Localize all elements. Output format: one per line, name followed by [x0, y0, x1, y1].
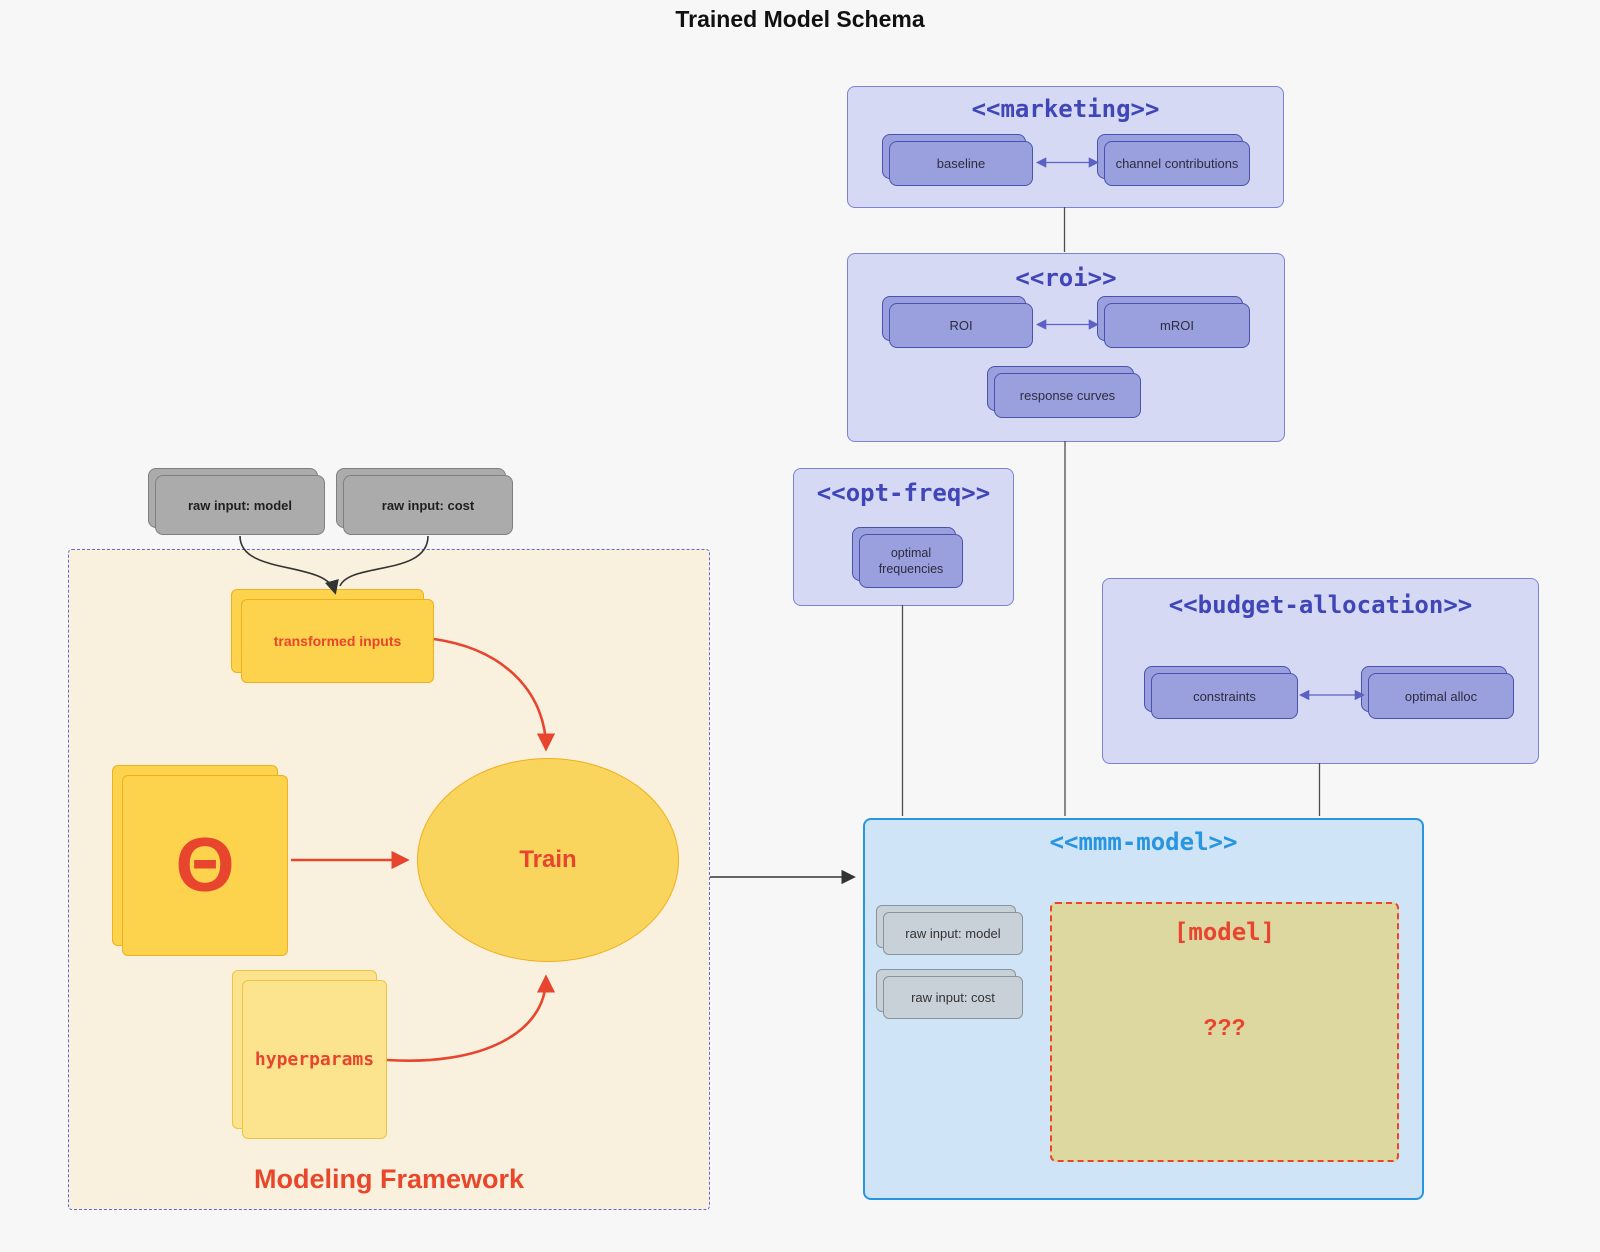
node-constraints: constraints — [1144, 666, 1298, 719]
node-mmm-raw-input-cost: raw input: cost — [876, 969, 1023, 1019]
cluster-opt-freq-title: <<opt-freq>> — [816, 479, 991, 507]
node-label: channel contributions — [1115, 156, 1239, 171]
cluster-marketing-title: <<marketing>> — [971, 95, 1160, 123]
node-raw-input-cost: raw input: cost — [336, 468, 513, 535]
cluster-roi-title: <<roi>> — [1015, 264, 1117, 292]
model-box-placeholder: ??? — [1203, 1014, 1246, 1040]
node-label: hyperparams — [254, 1049, 375, 1070]
node-baseline: baseline — [882, 134, 1033, 186]
cluster-opt-freq: <<opt-freq>> optimal frequencies — [793, 468, 1014, 606]
node-response-curves: response curves — [987, 366, 1141, 418]
cluster-marketing: <<marketing>> baseline channel contribut… — [847, 86, 1284, 208]
node-label: ROI — [949, 318, 973, 333]
node-label: mROI — [1160, 318, 1194, 333]
node-label: raw input: model — [905, 926, 1001, 941]
node-raw-input-model: raw input: model — [148, 468, 325, 535]
node-train: Train — [417, 758, 679, 962]
node-optimal-frequencies: optimal frequencies — [852, 527, 963, 588]
cluster-mmm-model: <<mmm-model>> raw input: model raw input… — [863, 818, 1424, 1200]
node-theta: Θ — [112, 765, 288, 956]
node-label: optimal frequencies — [878, 545, 944, 576]
node-model-box: [model] ??? — [1050, 902, 1399, 1162]
node-label: response curves — [1019, 388, 1116, 403]
node-label: raw input: cost — [911, 990, 995, 1005]
node-transformed-inputs: transformed inputs — [231, 589, 434, 683]
node-label: raw input: cost — [381, 497, 475, 513]
node-label: baseline — [936, 156, 986, 171]
node-label: optimal alloc — [1404, 688, 1478, 704]
node-label: constraints — [1193, 688, 1256, 704]
page-title: Trained Model Schema — [675, 6, 925, 32]
node-channel-contributions: channel contributions — [1097, 134, 1250, 186]
node-label: Train — [519, 846, 577, 873]
cluster-mmm-model-title: <<mmm-model>> — [1049, 828, 1238, 856]
model-box-label: [model] — [1173, 918, 1276, 946]
cluster-roi: <<roi>> ROI mROI response curves — [847, 253, 1285, 442]
theta-symbol: Θ — [175, 822, 235, 908]
node-mmm-raw-input-model: raw input: model — [876, 905, 1023, 955]
node-optimal-alloc: optimal alloc — [1361, 666, 1514, 719]
cluster-modeling-framework-title: Modeling Framework — [253, 1164, 525, 1194]
node-label: transformed inputs — [273, 633, 402, 649]
cluster-budget-allocation-title: <<budget-allocation>> — [1168, 591, 1473, 619]
node-hyperparams: hyperparams — [232, 970, 387, 1139]
node-label: raw input: model — [188, 497, 292, 513]
node-roi: ROI — [882, 296, 1033, 348]
node-mroi: mROI — [1097, 296, 1250, 348]
cluster-modeling-framework: Modeling Framework transformed inputs Θ … — [68, 549, 710, 1210]
cluster-budget-allocation: <<budget-allocation>> constraints optima… — [1102, 578, 1539, 764]
